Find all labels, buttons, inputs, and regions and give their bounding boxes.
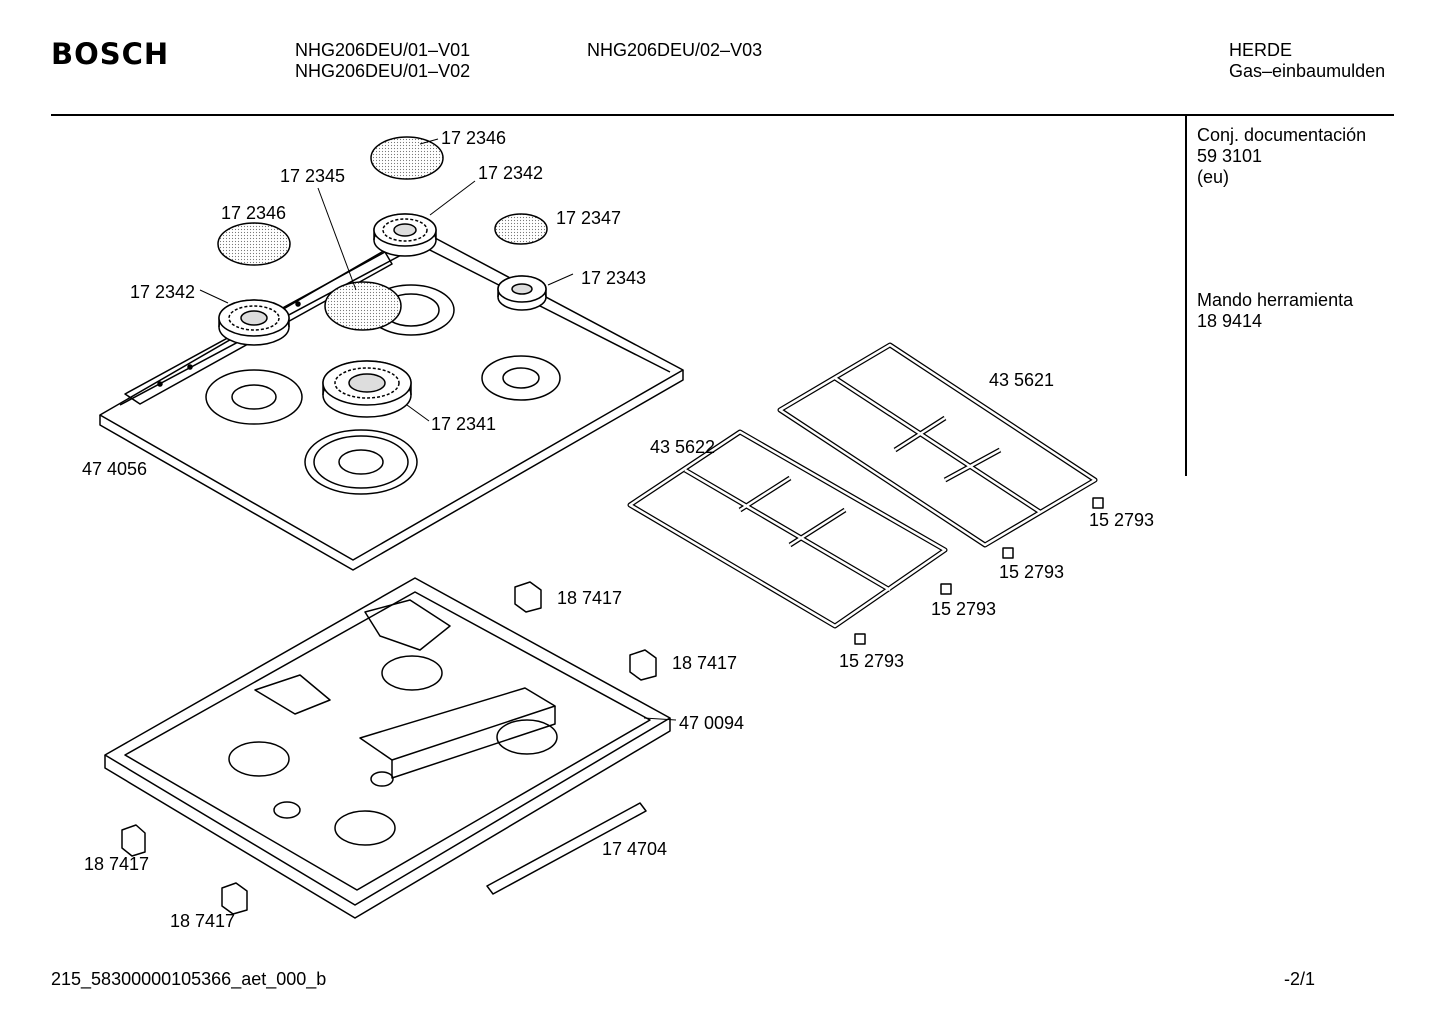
part-label: 17 2343 — [581, 268, 647, 288]
brand-logo: BOSCH — [51, 37, 170, 71]
category-main: HERDE — [1229, 40, 1293, 60]
mounting-clip — [514, 581, 542, 613]
burner-front — [322, 360, 412, 418]
part-label: 15 2793 — [999, 562, 1065, 582]
grate-left-inner — [628, 430, 947, 628]
part-label: 17 2345 — [280, 166, 346, 186]
model-number: NHG206DEU/01–V02 — [295, 61, 471, 81]
part-label: 15 2793 — [1089, 510, 1155, 530]
part-label: 17 2341 — [431, 414, 497, 434]
rubber-foot — [940, 583, 952, 595]
part-label: 17 2342 — [478, 163, 544, 183]
documentation-title: Conj. documentación — [1197, 125, 1367, 145]
documentation-language: (eu) — [1197, 167, 1230, 187]
model-list-2: NHG206DEU/02–V03 — [587, 40, 762, 61]
burner-top — [373, 213, 437, 257]
rubber-foot — [1092, 497, 1104, 509]
hob-ring-front-left — [205, 369, 303, 425]
part-label: 17 4704 — [602, 839, 668, 859]
part-label: 15 2793 — [839, 651, 905, 671]
part-label: 47 4056 — [82, 459, 148, 479]
tool-block: Mando herramienta 18 9414 — [1197, 290, 1353, 332]
part-label: 17 2346 — [441, 128, 507, 148]
part-label: 18 7417 — [84, 854, 150, 874]
burner-small — [497, 275, 547, 311]
part-label: 17 2346 — [221, 203, 287, 223]
mounting-clip — [221, 882, 248, 915]
page-number: -2/1 — [1284, 969, 1316, 989]
burner-cap-left — [217, 222, 291, 266]
tool-number: 18 9414 — [1197, 311, 1263, 331]
tool-title: Mando herramienta — [1197, 290, 1354, 310]
hob-ring-front-right — [481, 355, 561, 401]
mounting-clip — [121, 824, 146, 857]
model-number: NHG206DEU/01–V01 — [295, 40, 471, 60]
part-label: 18 7417 — [672, 653, 738, 673]
documentation-block: Conj. documentación 59 3101 (eu) — [1197, 125, 1366, 188]
part-label: 17 2342 — [130, 282, 196, 302]
part-label: 17 2347 — [556, 208, 622, 228]
product-category: HERDE Gas–einbaumulden — [1229, 40, 1385, 82]
burner-cap-small — [494, 213, 548, 245]
category-sub: Gas–einbaumulden — [1229, 61, 1386, 81]
rubber-foot — [854, 633, 866, 645]
part-label: 43 5622 — [650, 437, 716, 457]
mounting-clip — [629, 649, 657, 681]
rubber-foot — [1002, 547, 1014, 559]
part-label: 43 5621 — [989, 370, 1055, 390]
part-label: 18 7417 — [170, 911, 236, 931]
model-list-1: NHG206DEU/01–V01 NHG206DEU/01–V02 — [295, 40, 470, 82]
drawing-id: 215_58300000105366_aet_000_b — [51, 969, 327, 989]
hob-ring-front-large — [304, 429, 418, 495]
leader-lines — [199, 138, 677, 721]
documentation-number: 59 3101 — [1197, 146, 1263, 166]
burner-cap-top — [370, 136, 444, 180]
part-label: 15 2793 — [931, 599, 997, 619]
seal-strip — [486, 802, 647, 895]
grate-right-inner — [778, 343, 1097, 547]
burner-cap-center — [324, 281, 402, 331]
model-number: NHG206DEU/02–V03 — [587, 40, 763, 60]
burner-left — [218, 299, 290, 346]
part-label: 47 0094 — [679, 713, 745, 733]
part-label: 18 7417 — [557, 588, 623, 608]
base-tray — [104, 577, 671, 919]
